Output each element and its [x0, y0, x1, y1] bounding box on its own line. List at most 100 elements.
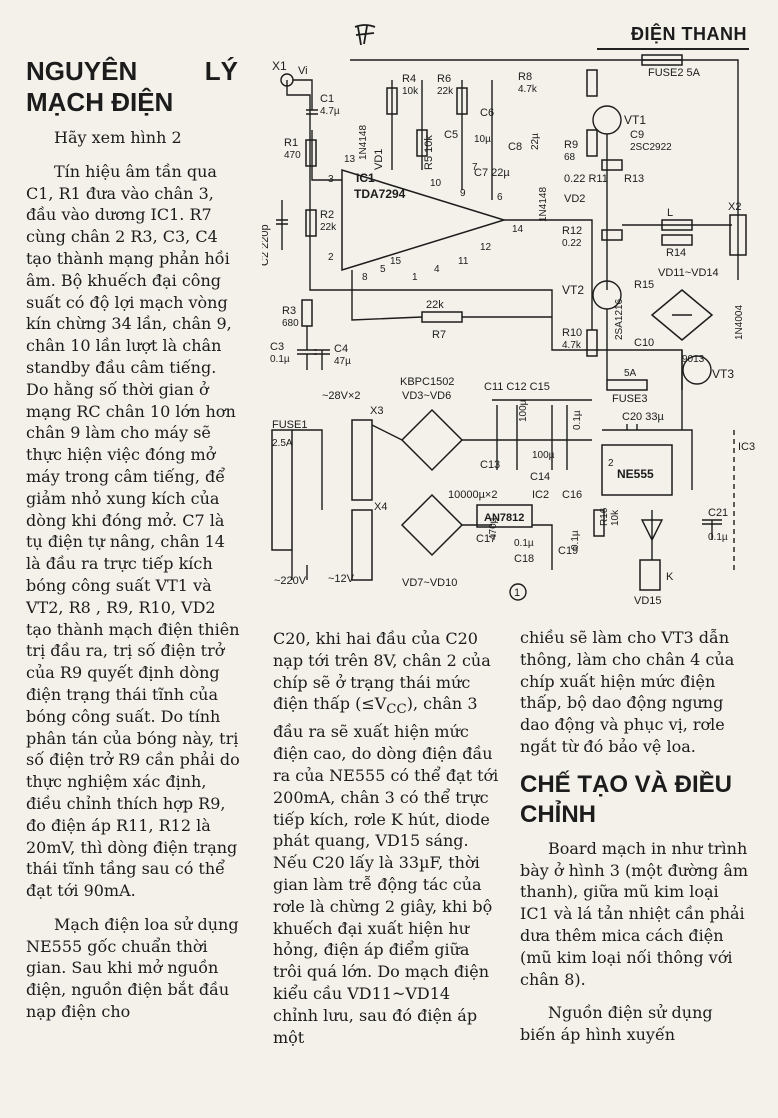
label-pin-7: 7 [472, 162, 478, 173]
label-vt1-part: 2SC2922 [630, 142, 672, 153]
fuse2 [641, 54, 683, 66]
label-c16: C16 [562, 489, 582, 501]
inductor-l [661, 219, 693, 231]
label-c1-val: 4.7µ [320, 106, 340, 117]
label-fuse3-val: 5A [624, 368, 637, 379]
speaker-terminal-x2 [729, 214, 747, 256]
paragraph-4: Nguồn điện sử dụng biến áp hình xuyến [520, 1003, 713, 1045]
label-vd1: VD1 [373, 149, 385, 170]
title-word-2: LÝ [204, 56, 238, 86]
label-c12-val: 100µ [518, 399, 529, 422]
label-c7: C7 22µ [474, 167, 510, 179]
label-c15-val: 0.1µ [572, 410, 583, 430]
label-pin-6: 6 [497, 192, 503, 203]
magazine-logo-icon [354, 24, 376, 46]
intro-line: Hãy xem hình 2 [54, 128, 182, 147]
label-r10-val: 4.7k [562, 340, 582, 351]
col2-text-b: ), chân 3 đầu ra sẽ xuất hiện mức điện c… [273, 694, 499, 1047]
label-transformer-12v: ~12V [328, 573, 355, 585]
label-vd2: VD2 [564, 193, 585, 205]
transformer-1 [351, 419, 373, 501]
label-r3-val: 680 [282, 318, 299, 329]
label-pin-4: 4 [434, 264, 440, 275]
label-c3-val: 0.1µ [270, 354, 290, 365]
label-mains: ~220V [274, 575, 307, 587]
r1-resistor [305, 139, 317, 167]
title-word-1: NGUYÊN [26, 56, 138, 86]
label-c17-val: 470µ [488, 517, 499, 540]
label-c13: C13 [480, 459, 500, 471]
label-c11-c15: C11 C12 C15 [484, 381, 550, 393]
label-kbpc1502: KBPC1502 [400, 376, 454, 388]
label-vt2-part: 2SA1216 [614, 298, 625, 340]
label-r4: R4 [402, 73, 416, 85]
label-x4: X4 [374, 501, 387, 513]
transformer-2 [351, 509, 373, 581]
label-vt1: VT1 [624, 113, 646, 127]
label-r7: R7 [432, 329, 446, 341]
label-ic1-part: TDA7294 [354, 187, 406, 201]
label-c18: C18 [514, 553, 534, 565]
label-transformer-28v: ~28V×2 [322, 390, 361, 402]
label-r3: R3 [282, 305, 296, 317]
relay-k [639, 559, 661, 591]
label-fuse1: FUSE1 [272, 419, 307, 431]
label-pin-9: 9 [460, 188, 466, 199]
label-r11: 0.22 R11 [564, 173, 608, 185]
label-fuse3: FUSE3 [612, 393, 647, 405]
r2-resistor [305, 209, 317, 237]
label-c4-val: 47µ [334, 356, 351, 367]
label-r12-val: 0.22 [562, 238, 582, 249]
label-x2: X2 [728, 201, 741, 213]
label-ic1: IC1 [356, 171, 375, 185]
title-line-2: MẠCH ĐIỆN [26, 87, 174, 117]
label-r5: R5 10k [423, 135, 435, 170]
text-column-3: chiều sẽ làm cho VT3 dẫn thông, làm cho … [520, 627, 752, 1046]
ic2-regulator [476, 504, 533, 528]
text-column-2: C20, khi hai đầu của C20 nạp tới trên 8V… [273, 628, 499, 1048]
label-r9: R9 [564, 139, 578, 151]
bridge-vd7-vd10 [400, 493, 464, 557]
label-figure-number: 1 [514, 587, 520, 599]
label-pin-1: 1 [412, 272, 418, 283]
label-r12: R12 [562, 225, 582, 237]
label-ne555: NE555 [617, 467, 654, 481]
label-c21: C21 [708, 507, 728, 519]
label-r2-val: 22k [320, 222, 337, 233]
label-pin-13: 13 [344, 154, 356, 165]
label-vd15: VD15 [634, 595, 662, 607]
label-r1-val: 470 [284, 150, 301, 161]
label-c6: C6 [480, 107, 494, 119]
label-vd11-vd14: VD11~VD14 [658, 267, 719, 279]
label-c2: C2 220p [262, 224, 271, 266]
label-c6-val: 10µ [474, 134, 491, 145]
label-vd3-vd6: VD3~VD6 [402, 390, 451, 402]
label-vi: Vi [298, 65, 308, 77]
label-pin-12: 12 [480, 242, 492, 253]
label-r1: R1 [284, 137, 298, 149]
label-r2: R2 [320, 209, 334, 221]
label-r6: R6 [437, 73, 451, 85]
section-name: ĐIỆN THANH [631, 24, 747, 44]
r14-resistor [661, 234, 693, 246]
figure-number-circle [509, 583, 527, 601]
label-pin-2: 2 [328, 252, 334, 263]
label-r13: R13 [624, 173, 644, 185]
vcc-subscript: CC [386, 702, 407, 718]
label-ic2-part: AN7812 [484, 512, 524, 524]
ic1-amplifier [341, 168, 507, 272]
label-c8-val: 22µ [530, 133, 541, 150]
label-pin-8: 8 [362, 272, 368, 283]
paragraph-2-continued: C20, khi hai đầu của C20 nạp tới trên 8V… [273, 628, 499, 1048]
label-r10: R10 [562, 327, 582, 339]
ne555-timer [601, 444, 673, 496]
label-c10: C10 [634, 337, 654, 349]
paragraph-1: Tín hiệu âm tần qua C1, R1 đưa vào chân … [26, 161, 240, 901]
vt1-transistor-icon [592, 105, 622, 135]
label-c19-val: 0.1µ [570, 530, 581, 550]
fuse1 [271, 429, 293, 551]
label-vd2-part: 1N4148 [538, 187, 549, 222]
label-c1: C1 [320, 93, 334, 105]
label-r16: R16 [599, 507, 610, 526]
text-column-1: Hãy xem hình 2 Tín hiệu âm tần qua C1, R… [26, 127, 240, 1023]
